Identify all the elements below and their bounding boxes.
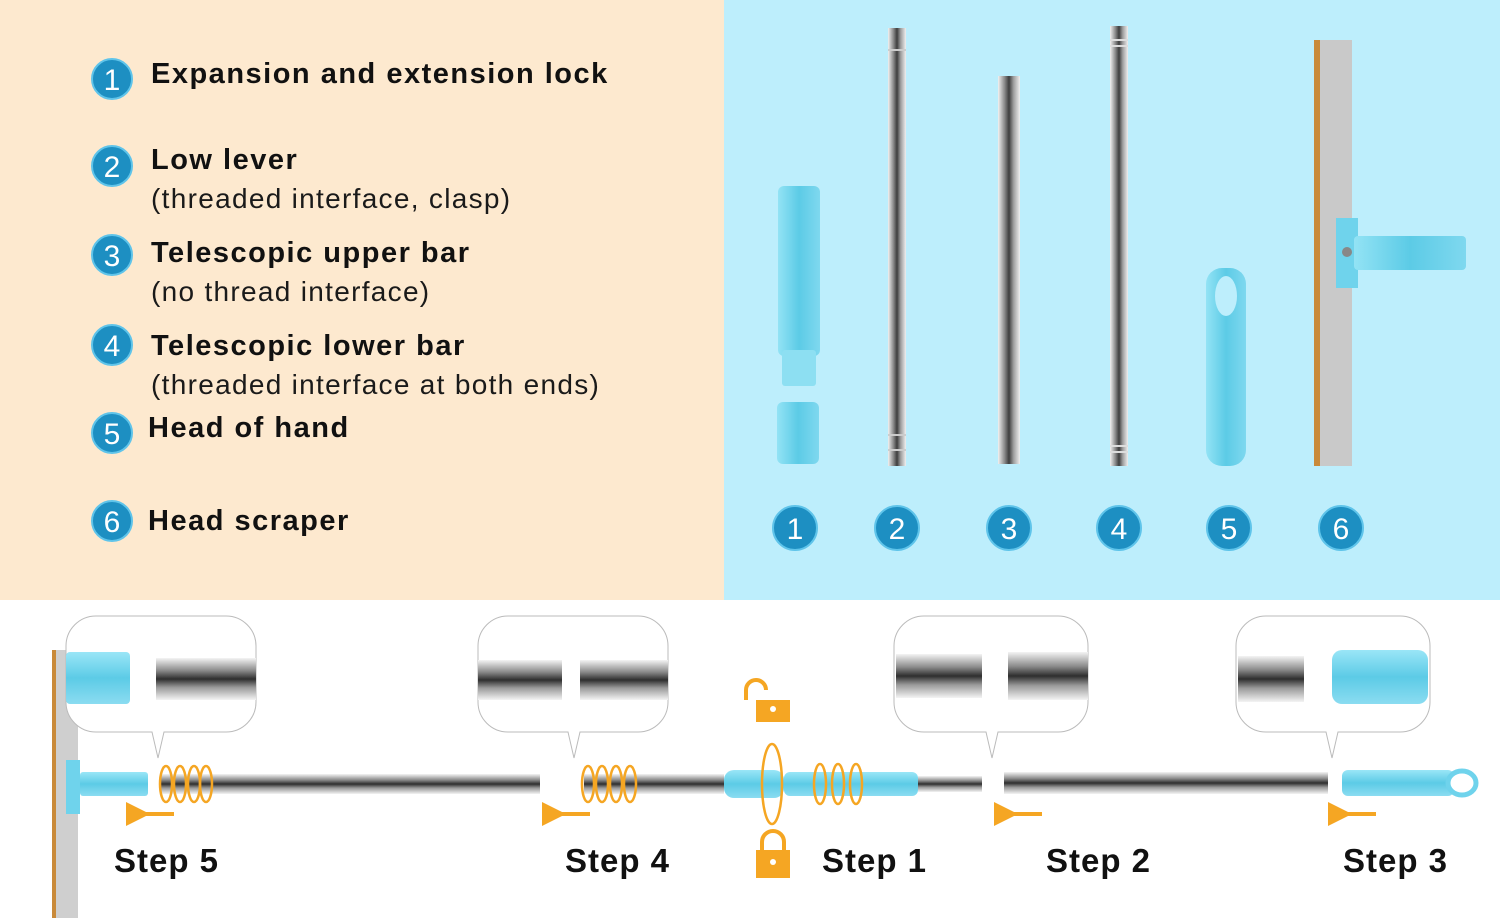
- rotate-arrows-icon: [158, 742, 864, 826]
- legend-badge-2: 2: [91, 145, 133, 187]
- step-label-2: Step 2: [1046, 842, 1152, 879]
- legend-title-4: Telescopic lower bar: [151, 330, 466, 362]
- legend-title-3: Telescopic upper bar: [151, 237, 471, 269]
- callout-step-4: [477, 615, 669, 759]
- part-5-hand-head: [1206, 268, 1246, 466]
- legend-badge-4: 4: [91, 324, 133, 366]
- part-1-lock: [777, 186, 820, 464]
- step-label-1: Step 1: [822, 842, 928, 879]
- legend-badge-1: 1: [91, 58, 133, 100]
- legend-badge-3: 3: [91, 234, 133, 276]
- callout-step-3: [1235, 615, 1431, 759]
- legend-badge-6: 6: [91, 500, 133, 542]
- part-badge-4: 4: [1096, 505, 1142, 551]
- parts-illustration: [777, 26, 1466, 466]
- step-label-4: Step 4: [565, 842, 671, 879]
- parts-illustration-panel: 1 2 3 4 5 6: [724, 0, 1500, 600]
- step-label-5: Step 5: [114, 842, 220, 879]
- assembly-rods: [160, 768, 1479, 798]
- unlock-icon: [744, 678, 790, 722]
- legend-title-5: Head of hand: [148, 412, 350, 444]
- legend-badge-5: 5: [91, 412, 133, 454]
- part-badge-5: 5: [1206, 505, 1252, 551]
- part-badge-3: 3: [986, 505, 1032, 551]
- legend-title-2: Low lever: [151, 144, 299, 176]
- callout-step-2: [893, 615, 1089, 759]
- part-4-lower-bar: [1110, 26, 1128, 466]
- assembly-steps-panel: Step 5 Step 4 Step 1 Step 2 Step 3: [0, 600, 1500, 921]
- legend-subtitle-2: (threaded interface, clasp): [151, 183, 512, 214]
- lock-icon: [756, 829, 790, 878]
- part-6-scraper: [1314, 40, 1466, 466]
- step-label-3: Step 3: [1343, 842, 1449, 879]
- legend-title-6: Head scraper: [148, 505, 350, 537]
- legend-subtitle-3: (no thread interface): [151, 276, 431, 307]
- part-badge-2: 2: [874, 505, 920, 551]
- legend-title-1: Expansion and extension lock: [151, 58, 609, 90]
- legend-subtitle-4: (threaded interface at both ends): [151, 369, 601, 400]
- part-3-upper-bar: [998, 76, 1020, 464]
- part-badge-1: 1: [772, 505, 818, 551]
- callout-step-5: [65, 615, 257, 759]
- assembly-illustration: [52, 615, 1479, 918]
- part-2-low-lever: [888, 28, 906, 466]
- parts-legend-panel: 1 Expansion and extension lock 2 Low lev…: [0, 0, 724, 600]
- part-badge-6: 6: [1318, 505, 1364, 551]
